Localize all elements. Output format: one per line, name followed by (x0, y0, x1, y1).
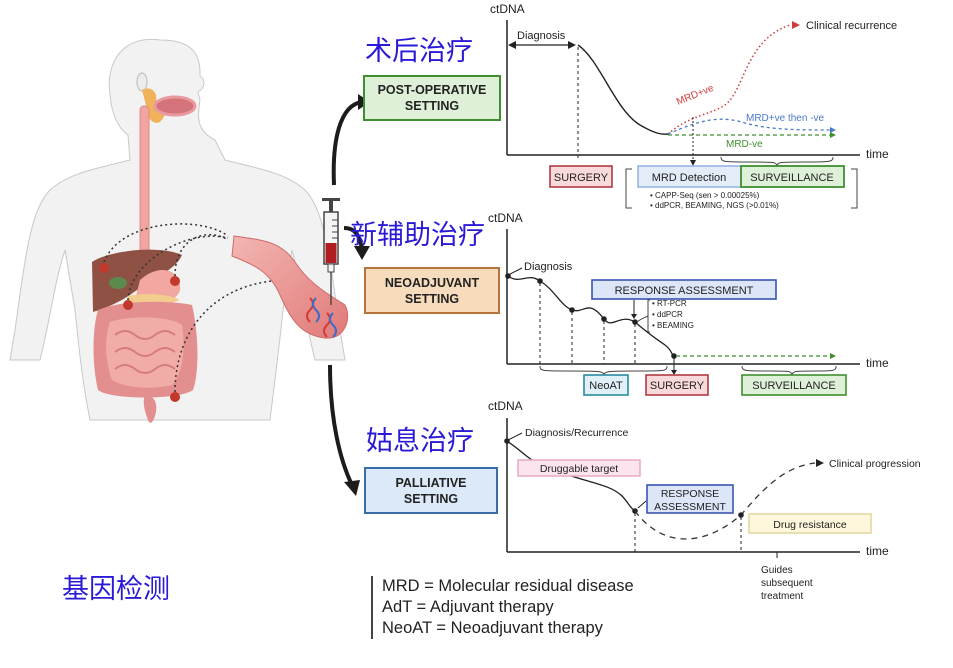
gallbladder (109, 277, 127, 289)
p3-response-assessment-line1: RESPONSE (661, 488, 719, 500)
p1-surveillance-box (740, 165, 845, 188)
p1-diagnosis-label: Diagnosis (517, 30, 566, 42)
rectum (143, 395, 157, 423)
p1-method-1: • CAPP-Seq (sen > 0.00025%) (650, 191, 760, 200)
ear (136, 72, 148, 92)
p1-surgery-box (549, 165, 613, 188)
p3-guides-line2: subsequent (761, 578, 813, 589)
palliative-setting-box: PALLIATIVE SETTING (364, 467, 498, 514)
p1-ylabel: ctDNA (490, 2, 525, 16)
p2-method-3: • BEAMING (652, 321, 694, 330)
p2-ylabel: ctDNA (488, 211, 523, 225)
syringe-icon (322, 198, 340, 305)
label-gene-testing-cn: 基因检测 (62, 574, 170, 605)
p1-mrd-positive-label: MRD+ve (675, 83, 716, 108)
p1-series-mrd-positive (667, 24, 791, 135)
neoadjuvant-chart: ctDNA time Diagnosis RESPONSE ASSESSMENT… (488, 211, 889, 396)
p3-guides-line1: Guides (761, 565, 793, 576)
p2-surveillance-label: SURVEILLANCE (752, 380, 836, 392)
p2-diagnosis-label: Diagnosis (524, 261, 573, 273)
p3-druggable-target-label: Druggable target (540, 463, 618, 475)
p2-response-assessment-label: RESPONSE ASSESSMENT (615, 285, 754, 297)
p3-response-assessment-line2: ASSESSMENT (654, 501, 726, 513)
p1-surveillance-brace (720, 156, 834, 167)
p2-surveillance-box (741, 374, 847, 396)
legend-adt: AdT = Adjuvant therapy (382, 598, 554, 616)
p1-xlabel: time (866, 147, 889, 161)
p3-druggable-target-box (517, 459, 641, 477)
p3-xlabel: time (866, 544, 889, 558)
tumor-stomach (170, 276, 180, 286)
dna-icon (306, 297, 337, 338)
p1-surveillance-label: SURVEILLANCE (750, 172, 834, 184)
legend-neoat: NeoAT = Neoadjuvant therapy (382, 619, 603, 637)
p1-mrd-detection-label: MRD Detection (652, 172, 727, 184)
branch-arrows (328, 94, 370, 496)
p3-ylabel: ctDNA (488, 399, 523, 413)
p2-surgery-label: SURGERY (650, 380, 705, 392)
anatomy-illustration (9, 38, 349, 423)
p3-diagnosis-recurrence: Diagnosis/Recurrence (525, 427, 628, 439)
arrow-to-palliative (328, 364, 354, 486)
human-body-silhouette (9, 38, 346, 421)
arrow-to-post-operative (331, 100, 363, 186)
p2-timepoint-markers (539, 283, 636, 364)
post-operative-chart: ctDNA time Diagnosis Clinical recurrence… (490, 2, 897, 210)
legend-mrd: MRD = Molecular residual disease (382, 577, 634, 595)
label-post-operative-cn: 术后治疗 (365, 36, 473, 67)
p2-surveillance-brace (741, 365, 837, 376)
palliative-chart: ctDNA time Diagnosis/Recurrence Druggabl… (488, 399, 921, 602)
p1-mrd-negative-label: MRD-ve (726, 139, 763, 150)
small-intestine (106, 317, 184, 388)
p2-method-1: • RT-PCR (652, 299, 687, 308)
post-operative-setting-box: POST-OPERATIVE SETTING (363, 75, 501, 121)
p2-surgery-box (645, 374, 709, 396)
neoadjuvant-setting-box: NEOADJUVANT SETTING (364, 267, 500, 314)
label-neoadjuvant-cn: 新辅助治疗 (350, 220, 485, 251)
mouth-cavity (153, 95, 197, 117)
p3-diagnosis-point (504, 438, 510, 444)
p3-clinical-progression: Clinical progression (829, 458, 921, 470)
p3-response-assessment-box (646, 484, 734, 514)
tumor-pancreas (123, 300, 133, 310)
p3-guides-line3: treatment (761, 591, 803, 602)
p1-surgery-label: SURGERY (554, 172, 609, 184)
p2-xlabel: time (866, 356, 889, 370)
abbreviation-legend: MRD = Molecular residual disease AdT = A… (371, 576, 634, 639)
p2-response-assessment-box (591, 279, 777, 300)
tumor-liver (99, 263, 109, 273)
p2-method-2: • ddPCR (652, 310, 683, 319)
p2-neoat-box (583, 374, 629, 396)
ctdna-shedding-arrows (103, 223, 296, 393)
p2-timepoints (505, 273, 677, 359)
p1-mrd-pos-then-neg-label: MRD+ve then -ve (746, 113, 825, 124)
label-palliative-cn: 姑息治疗 (366, 426, 474, 457)
p1-clinical-recurrence: Clinical recurrence (806, 20, 897, 32)
p2-neoat-label: NeoAT (589, 380, 623, 392)
p3-resistance-point (738, 512, 744, 518)
liver (92, 249, 182, 312)
tumor-colon (170, 392, 180, 402)
p1-ctdna-curve (577, 44, 669, 135)
p1-method-2: • ddPCR, BEAMING, NGS (>0.01%) (650, 201, 779, 210)
p3-drug-resistance-label: Drug resistance (773, 519, 847, 531)
p2-neoat-brace (539, 365, 668, 376)
p1-series-mrd-pos-then-neg (667, 118, 831, 135)
intestine-folds (114, 330, 176, 374)
p3-drug-resistance-box (748, 513, 872, 534)
p1-methods-bracket (625, 168, 858, 209)
